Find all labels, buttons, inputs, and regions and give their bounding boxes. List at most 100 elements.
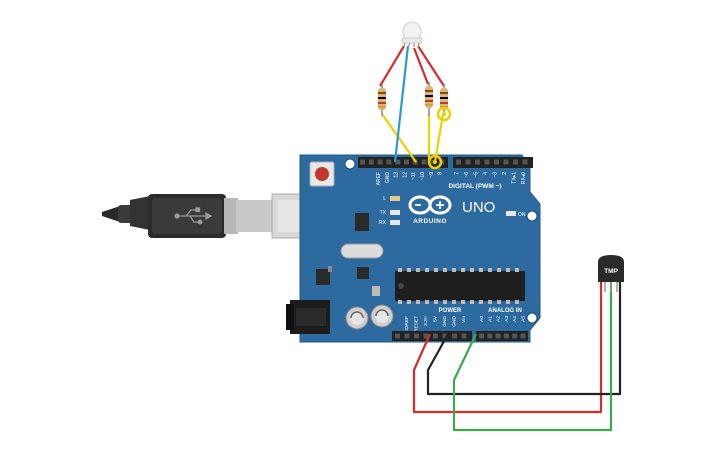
- wire-red-leg-2[interactable]: [412, 47, 430, 85]
- header-hole[interactable]: [465, 159, 471, 165]
- mounting-hole: [526, 210, 538, 222]
- digital-pin-label: AREF: [376, 172, 382, 185]
- on-label: ON: [518, 212, 526, 218]
- digital-pin-label: GND: [385, 172, 391, 184]
- digital-pin-label: 7: [455, 172, 461, 175]
- power-pin-label: GND: [452, 315, 458, 326]
- digital-pin-label: ~3: [493, 172, 499, 178]
- power-pin-label: Vin: [461, 316, 467, 323]
- resistor[interactable]: [440, 84, 448, 116]
- usb-cable[interactable]: [102, 193, 335, 239]
- header-hole[interactable]: [430, 159, 436, 165]
- digital-pin-label: 13: [394, 172, 400, 178]
- wire-pin11-yellow[interactable]: [381, 113, 417, 163]
- crystal: [340, 243, 384, 259]
- header-hole[interactable]: [503, 159, 509, 165]
- header-hole[interactable]: [377, 159, 383, 165]
- led-label-l: L: [383, 196, 386, 202]
- small-chip: [357, 267, 369, 279]
- header-hole[interactable]: [495, 333, 501, 339]
- analog-pin-label: A3: [504, 316, 510, 322]
- header-hole[interactable]: [512, 333, 518, 339]
- analog-label: ANALOG IN: [488, 308, 522, 314]
- digital-pin-label: ~11: [411, 172, 417, 180]
- selected-endpoint-dot: [442, 112, 446, 116]
- header-hole[interactable]: [421, 159, 427, 165]
- header-hole[interactable]: [503, 333, 509, 339]
- resistor[interactable]: [425, 82, 433, 116]
- usb-symbol-icon: [174, 207, 213, 225]
- digital-pin-label: TX▸1: [512, 172, 518, 184]
- power-jack[interactable]: [286, 300, 330, 334]
- analog-pin-label: A1: [487, 316, 493, 322]
- resistor[interactable]: [378, 84, 386, 116]
- analog-pin-label: A0: [479, 316, 485, 322]
- header-hole[interactable]: [386, 159, 392, 165]
- on-led: ON: [506, 211, 526, 218]
- header-hole[interactable]: [487, 333, 493, 339]
- power-pin-label: IOREF: [404, 316, 410, 331]
- regulator-tab: [328, 266, 332, 272]
- power-label: POWER: [439, 308, 462, 314]
- header-hole[interactable]: [395, 159, 401, 165]
- header-hole[interactable]: [404, 159, 409, 165]
- header-hole[interactable]: [452, 333, 457, 339]
- voltage-regulator: [316, 269, 330, 285]
- header-hole[interactable]: [484, 159, 490, 165]
- digital-pin-label: 4: [483, 172, 489, 175]
- power-pin-label: GND: [442, 315, 448, 326]
- board-brand: UNO: [462, 199, 495, 216]
- power-pin-label: RESET: [414, 316, 420, 332]
- rgb-led[interactable]: [401, 21, 423, 48]
- digital-pin-label: ~6: [464, 172, 470, 178]
- selected-endpoint[interactable]: [427, 154, 443, 170]
- reset-button[interactable]: [309, 161, 335, 187]
- small-chip: [355, 213, 369, 231]
- header-hole[interactable]: [513, 159, 518, 165]
- power-pin-label: 5V: [433, 315, 439, 322]
- header-hole[interactable]: [456, 159, 461, 165]
- header-hole[interactable]: [414, 333, 419, 339]
- header-hole[interactable]: [395, 333, 400, 339]
- header-hole[interactable]: [520, 333, 526, 339]
- header-hole[interactable]: [360, 159, 365, 165]
- wire-pin9-yellow[interactable]: [433, 113, 445, 163]
- header-hole[interactable]: [461, 333, 467, 339]
- header-hole[interactable]: [433, 333, 438, 339]
- power-header[interactable]: [392, 331, 472, 341]
- digital-label: DIGITAL (PWM ~): [448, 183, 501, 190]
- led-label-tx: TX: [380, 210, 387, 216]
- board-logo-text: ARDUINO: [413, 218, 447, 225]
- wire-red-leg-3[interactable]: [417, 45, 445, 87]
- analog-pin-label: A2: [496, 316, 502, 322]
- header-hole[interactable]: [423, 333, 429, 339]
- digital-header[interactable]: [358, 157, 533, 168]
- header-hole[interactable]: [475, 159, 480, 165]
- selected-endpoint-dot: [433, 160, 437, 164]
- digital-pin-label: ~10: [420, 172, 426, 181]
- mounting-hole: [526, 312, 538, 324]
- capacitor: [345, 306, 369, 330]
- header-hole[interactable]: [442, 333, 448, 339]
- header-hole[interactable]: [494, 159, 499, 165]
- wire-a0-green[interactable]: [452, 282, 613, 432]
- header-hole[interactable]: [522, 159, 528, 165]
- header-hole[interactable]: [479, 333, 484, 339]
- tmp-label: TMP: [604, 268, 618, 275]
- analog-pin-label: A4: [512, 316, 518, 322]
- header-hole[interactable]: [404, 333, 410, 339]
- infinity-logo-icon: [408, 195, 452, 215]
- selected-endpoint[interactable]: [436, 106, 452, 122]
- wire-gnd-blue[interactable]: [393, 45, 410, 163]
- tmp-sensor[interactable]: TMP: [598, 255, 624, 292]
- header-hole[interactable]: [368, 159, 374, 165]
- analog-pin-label: A5: [521, 316, 527, 322]
- analog-header[interactable]: [476, 331, 528, 341]
- wire-red-leg-1[interactable]: [379, 45, 405, 87]
- atmega-chip: [395, 268, 525, 304]
